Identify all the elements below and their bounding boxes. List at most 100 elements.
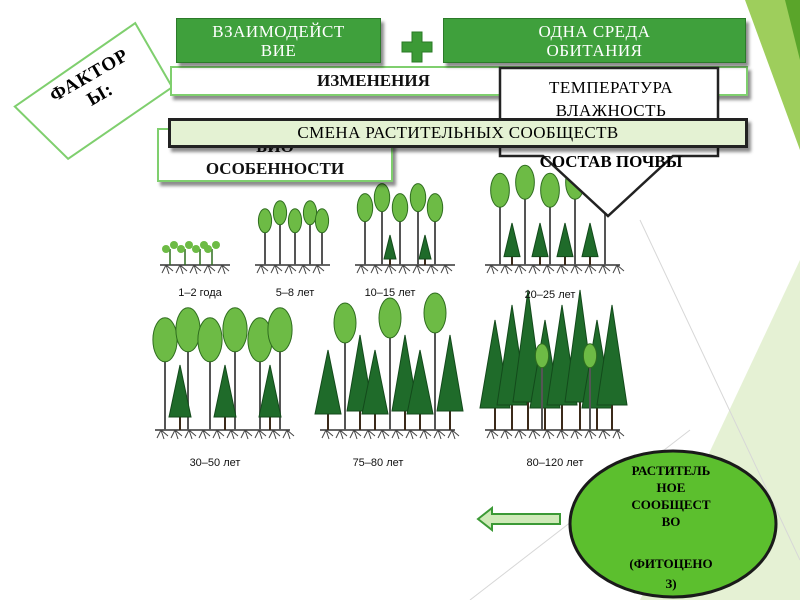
- birch-crown: [515, 164, 535, 200]
- roots: [412, 264, 425, 275]
- roots: [335, 429, 348, 440]
- spruce-crown: [213, 364, 237, 418]
- stage-label-4: 20–25 лет: [524, 289, 576, 301]
- roots: [405, 429, 418, 440]
- roots: [500, 264, 513, 275]
- spruce-crown: [258, 364, 282, 418]
- birch-crown: [175, 307, 201, 353]
- roots: [298, 264, 311, 275]
- roots: [175, 264, 188, 275]
- roots: [161, 264, 174, 275]
- spruce-crown: [596, 304, 628, 406]
- succession-illustration: [152, 164, 628, 440]
- sprout-leaf: [177, 245, 185, 253]
- temperature-text: ТЕМПЕРАТУРА ВЛАЖНОСТЬ: [548, 78, 674, 120]
- spruce-crown: [436, 334, 464, 412]
- birch-crown: [373, 183, 391, 213]
- roots: [433, 429, 446, 440]
- roots: [486, 264, 499, 275]
- roots: [212, 429, 225, 440]
- roots: [612, 429, 625, 440]
- roots: [270, 264, 283, 275]
- birch-crown: [197, 317, 223, 363]
- sprout-leaf: [170, 241, 178, 249]
- spruce-crown: [581, 222, 599, 258]
- birch-crown: [302, 200, 318, 226]
- roots: [321, 429, 334, 440]
- roots: [598, 264, 611, 275]
- roots: [282, 429, 295, 440]
- roots: [486, 429, 499, 440]
- birch-crown: [333, 302, 357, 344]
- birch-crown: [257, 208, 273, 234]
- roots: [556, 264, 569, 275]
- succession-bar: СМЕНА РАСТИТЕЛЬНЫХ СООБЩЕСТВ: [168, 118, 748, 148]
- sprout-leaf: [162, 245, 170, 253]
- spruce-crown: [314, 349, 342, 415]
- spruce-crown: [556, 222, 574, 258]
- stage-label-3: 10–15 лет: [364, 287, 416, 299]
- roots: [217, 264, 230, 275]
- stage-label-2: 5–8 лет: [275, 287, 315, 299]
- roots: [542, 429, 555, 440]
- roots: [542, 264, 555, 275]
- roots: [528, 429, 541, 440]
- roots: [570, 264, 583, 275]
- sprout-leaf: [212, 241, 220, 249]
- spruce-crown: [503, 222, 521, 258]
- roots: [584, 264, 597, 275]
- stage-label-1: 1–2 года: [178, 287, 222, 299]
- plus-icon: [401, 31, 433, 63]
- roots: [189, 264, 202, 275]
- roots: [419, 429, 432, 440]
- birch-crown: [426, 193, 444, 223]
- spruce-crown: [383, 234, 397, 260]
- spruce-crown: [361, 349, 389, 415]
- sprout-leaf: [204, 245, 212, 253]
- roots: [398, 264, 411, 275]
- birch-crown: [314, 208, 330, 234]
- roots: [612, 264, 625, 275]
- birch-crown: [423, 292, 447, 334]
- birch-crown: [152, 317, 178, 363]
- roots: [447, 429, 460, 440]
- roots: [256, 264, 269, 275]
- roots: [356, 264, 369, 275]
- birch-crown: [391, 193, 409, 223]
- roots: [598, 429, 611, 440]
- stage-label-6: 75–80 лет: [352, 457, 404, 469]
- spruce-crown: [168, 364, 192, 418]
- changes-text: ИЗМЕНЕНИЯ: [317, 71, 430, 90]
- birch-crown: [222, 307, 248, 353]
- roots: [377, 429, 390, 440]
- stage-label-7: 80–120 лет: [526, 457, 584, 469]
- roots: [528, 264, 541, 275]
- soil-text: СОСТАВ ПОЧВЫ: [539, 152, 683, 171]
- roots: [384, 264, 397, 275]
- roots: [370, 264, 383, 275]
- roots: [240, 429, 253, 440]
- roots: [226, 429, 239, 440]
- phytocenosis-label: (ФИТОЦЕНО З): [629, 556, 713, 591]
- plant-community-title: РАСТИТЕЛЬ НОЕ СООБЩЕСТ ВО: [631, 463, 711, 529]
- left-arrow-icon: [476, 506, 561, 532]
- roots: [170, 429, 183, 440]
- roots: [514, 264, 527, 275]
- spruce-crown: [418, 234, 432, 260]
- roots: [203, 264, 216, 275]
- roots: [312, 264, 325, 275]
- roots: [556, 429, 569, 440]
- roots: [198, 429, 211, 440]
- birch-crown: [540, 172, 560, 208]
- roots: [570, 429, 583, 440]
- stage-label-5: 30–50 лет: [189, 457, 241, 469]
- plant-community-ellipse: [568, 449, 778, 599]
- birch-crown: [378, 297, 402, 339]
- spruce-crown: [531, 222, 549, 258]
- spruce-crown: [406, 349, 434, 415]
- sprout-leaf: [192, 245, 200, 253]
- roots: [500, 429, 513, 440]
- interaction-box: ВЗАИМОДЕЙСТ ВИЕ: [176, 18, 381, 63]
- birch-crown: [534, 343, 550, 369]
- roots: [391, 429, 404, 440]
